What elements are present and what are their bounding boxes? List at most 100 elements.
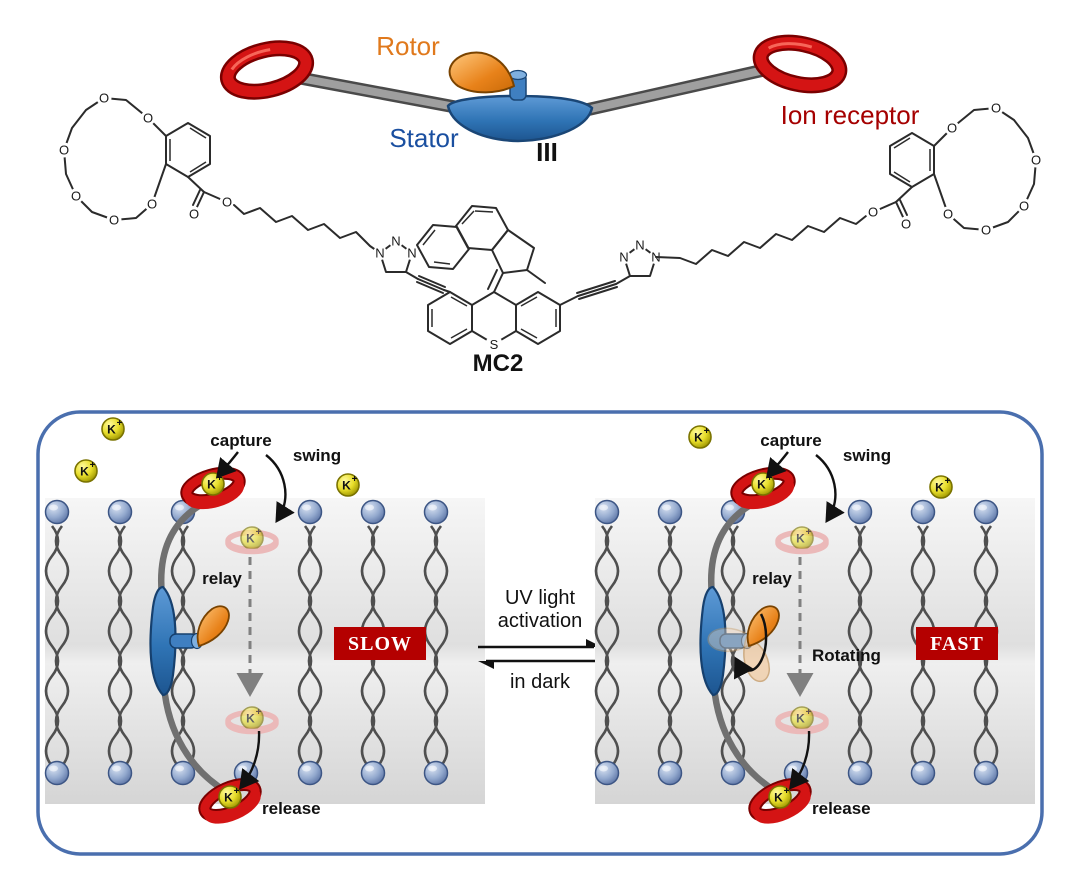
relay-ion-upper-left: K+ [225, 526, 279, 555]
k-ion: K+ [768, 785, 792, 809]
svg-text:K: K [107, 423, 116, 437]
in-dark-label: in dark [510, 671, 571, 693]
svg-text:O: O [943, 207, 953, 222]
alkyne-right [559, 275, 631, 306]
svg-text:O: O [109, 213, 119, 228]
relay-ion-upper-right: K+ [775, 526, 829, 555]
crown-oxygens-left: O O O O O O [56, 90, 160, 228]
svg-text:K: K [796, 532, 805, 546]
svg-text:K: K [757, 478, 766, 492]
rotating-arrow [734, 613, 768, 680]
membrane-right: K+ K+ K+ K+ [594, 425, 1035, 824]
svg-text:N: N [375, 246, 384, 261]
release-arrow-right [789, 730, 811, 790]
rotor-label: Rotor [376, 31, 440, 61]
rod-right-highlight [582, 66, 768, 114]
rotor-paddle [448, 51, 516, 94]
relay-ion-lower-right: K+ [775, 706, 829, 735]
crown-ether-left: O O O O O O [56, 90, 211, 228]
svg-text:+: + [945, 476, 951, 487]
stator-rings: S [427, 291, 561, 353]
membrane-motor-left [149, 585, 230, 697]
alkyl-chain-right [655, 215, 867, 265]
equilibrium-arrows [478, 639, 602, 669]
svg-text:O: O [147, 197, 157, 212]
fast-badge-label: FAST [930, 633, 984, 655]
svg-text:K: K [774, 791, 783, 805]
mc2-label: MC2 [473, 350, 524, 377]
svg-text:N: N [635, 238, 644, 253]
k-ion: K+ [688, 425, 712, 449]
swing-label-left: swing [293, 446, 341, 465]
svg-text:O: O [99, 91, 109, 106]
svg-text:+: + [234, 786, 240, 797]
uv-light-label: UV light [505, 587, 575, 609]
k-ion: K+ [74, 459, 98, 483]
k-ion: K+ [751, 472, 775, 496]
ester-right: O O [865, 186, 914, 232]
channel-wire-bottom-right [710, 682, 781, 796]
svg-text:+: + [352, 474, 358, 485]
svg-text:O: O [1031, 153, 1041, 168]
k-ion: K+ [218, 785, 242, 809]
ester-left: O O [186, 176, 235, 222]
ion-receptor-label: Ion receptor [781, 100, 920, 130]
release-label-left: release [262, 799, 321, 818]
slow-badge-label: SLOW [348, 633, 412, 655]
relay-label-right: relay [752, 569, 792, 588]
naphthalene [416, 205, 509, 270]
svg-text:O: O [981, 223, 991, 238]
fast-badge [916, 627, 998, 660]
svg-text:O: O [947, 121, 957, 136]
svg-text:N: N [407, 246, 416, 261]
swing-arrow-left [265, 454, 295, 524]
membrane-motor-right [699, 585, 781, 697]
stator-body [446, 94, 594, 143]
svg-text:K: K [246, 532, 255, 546]
svg-text:O: O [868, 205, 878, 220]
capture-ring-front-left [184, 480, 245, 510]
svg-text:K: K [224, 791, 233, 805]
crown-oxygens-right: O O O O O O [940, 100, 1044, 238]
svg-text:O: O [143, 111, 153, 126]
k-ion: K+ [101, 417, 125, 441]
relay-label-left: relay [202, 569, 242, 588]
svg-text:K: K [246, 712, 255, 726]
central-double-bond [487, 269, 504, 293]
stator-label: Stator [389, 123, 459, 153]
svg-text:K: K [207, 478, 216, 492]
sulfur-label: S [490, 337, 499, 352]
membrane-panel: K+ K+ K+ K+ [36, 410, 1044, 856]
svg-text:K: K [796, 712, 805, 726]
motor-core: S [416, 205, 561, 353]
motor-schematic: Rotor Stator III Ion receptor [219, 31, 920, 167]
capture-label-right: capture [760, 431, 821, 450]
svg-text:K: K [342, 479, 351, 493]
slow-badge [334, 627, 426, 660]
capture-label-left: capture [210, 431, 271, 450]
svg-text:+: + [784, 786, 790, 797]
rotating-label: Rotating [812, 646, 881, 665]
swing-arrow-right [815, 454, 845, 524]
release-arrow-left [239, 730, 261, 790]
equilibrium-center: UV light activation in dark [478, 587, 602, 693]
svg-text:+: + [256, 527, 262, 538]
capture-arrow-left [215, 451, 239, 479]
svg-text:K: K [694, 431, 703, 445]
svg-text:N: N [619, 250, 628, 265]
k-ion: K+ [929, 475, 953, 499]
ion-receptor-ring-left [219, 40, 315, 100]
release-ring-front-right [753, 789, 811, 824]
membrane-left: K+ K+ K+ K+ [44, 417, 485, 824]
motor-iii-label: III [536, 137, 558, 167]
k-ion: K+ [336, 473, 360, 497]
ion-receptor-ring-right [752, 34, 848, 94]
swing-label-right: swing [843, 446, 891, 465]
svg-text:O: O [189, 207, 199, 222]
svg-text:N: N [391, 234, 400, 249]
five-membered-ring [491, 229, 546, 284]
svg-text:O: O [1019, 199, 1029, 214]
release-ring-front-left [203, 789, 261, 824]
